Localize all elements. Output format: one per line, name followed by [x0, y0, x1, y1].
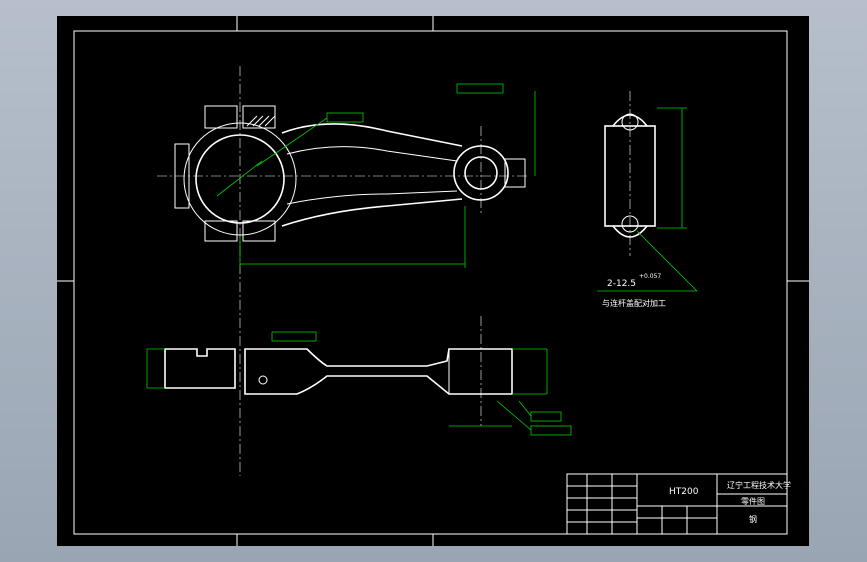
side-view: 2-12.5 +0.057 与连杆盖配对加工	[597, 91, 698, 308]
bolt-boss-right-top	[242, 105, 276, 129]
small-end-boss	[504, 158, 526, 188]
leader-line	[518, 400, 532, 417]
title-block: HT200 辽宁工程技术大学 零件图 钢	[566, 473, 791, 535]
shank-top-edge	[281, 123, 463, 147]
drawing-sheet: 2-12.5 +0.057 与连杆盖配对加工	[57, 16, 809, 546]
front-view	[157, 66, 536, 476]
big-end-bore	[195, 134, 285, 224]
material-cell: 钢	[749, 514, 757, 524]
small-end-section	[448, 348, 513, 395]
leader-line	[496, 400, 532, 431]
datum-symbol	[258, 375, 268, 385]
drawing-canvas: 2-12.5 +0.057 与连杆盖配对加工	[57, 16, 809, 546]
top-section-view	[146, 316, 572, 436]
bolt-hole-bottom	[621, 215, 639, 233]
cap-flange	[174, 143, 190, 209]
shank-inner-bottom	[286, 190, 458, 205]
tolerance-frame	[326, 112, 364, 123]
diameter-dim	[216, 160, 263, 197]
section-hatch	[246, 115, 276, 127]
tolerance-frame	[530, 425, 572, 436]
hole-leader	[636, 230, 698, 292]
tolerance-frame	[271, 331, 317, 342]
big-end-outer	[183, 122, 297, 236]
title-block-frame	[566, 473, 788, 535]
hole-note: 与连杆盖配对加工	[602, 298, 666, 308]
tolerance-frame	[456, 83, 504, 94]
tolerance-frame	[530, 411, 562, 422]
bolt-boss-right-bottom	[242, 220, 276, 242]
hole-spec: 2-12.5	[607, 279, 636, 289]
part-number: HT200	[669, 487, 699, 497]
shank-inner-top	[286, 146, 458, 162]
leader-line	[256, 117, 328, 167]
drawing-type: 零件图	[741, 496, 765, 506]
bolt-boss-left-top	[204, 105, 238, 129]
cap-section	[164, 348, 236, 389]
inner-frame	[73, 30, 788, 535]
shank-bottom-edge	[281, 198, 463, 227]
small-end-outer	[453, 145, 509, 201]
bolt-boss-left-bottom	[204, 220, 238, 242]
university-name: 辽宁工程技术大学	[727, 480, 791, 490]
hole-tolerance: +0.057	[639, 273, 661, 280]
rod-section	[244, 348, 513, 395]
